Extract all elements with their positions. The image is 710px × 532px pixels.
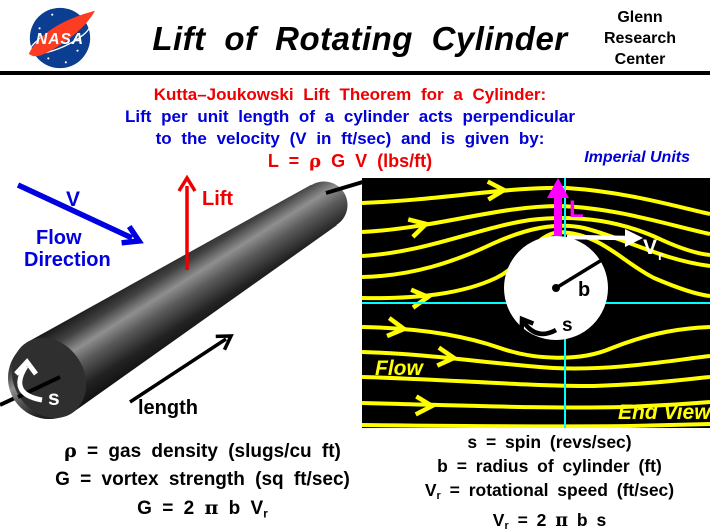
- spin-definition: s = spin (revs/sec): [467, 432, 632, 452]
- vr-definition-text: = rotational speed (ft/sec): [440, 480, 675, 500]
- end-view-diagram: b s L V r Flow End View: [362, 178, 710, 428]
- streamline: [362, 325, 710, 360]
- spin-arrow-icon: [14, 358, 43, 403]
- end-spin-label: s: [562, 315, 573, 336]
- theorem-body-line2: to the velocity (V in ft/sec) and is giv…: [155, 129, 545, 148]
- vr-symbol: V: [424, 480, 437, 500]
- vr-symbol: V: [492, 510, 505, 531]
- rho-symbol: ρ: [64, 440, 77, 462]
- end-spin-arrow-icon: [519, 315, 558, 337]
- nasa-logo-icon: NASA: [28, 7, 96, 69]
- flow-arrowhead-icon: [414, 394, 437, 417]
- end-lift-arrow-icon: [547, 178, 569, 236]
- center-dot: [552, 284, 560, 292]
- subscript-r: r: [263, 507, 268, 521]
- lift-arrow-icon: [177, 174, 197, 270]
- nasa-swoosh: [28, 10, 96, 57]
- vr-eq-end: b s: [568, 510, 607, 531]
- radius-line: [552, 256, 606, 292]
- side-spin-label: s: [48, 387, 60, 410]
- eq-rhs: G V (lbs/ft): [321, 151, 433, 171]
- subscript-r: r: [436, 490, 441, 503]
- flow-arrowhead-icon: [436, 345, 459, 368]
- org-line: Center: [614, 51, 666, 68]
- rho-definition-text: = gas density (slugs/cu ft): [76, 441, 341, 462]
- theorem-block: Kutta–Joukowski Lift Theorem for a Cylin…: [10, 84, 690, 173]
- velocity-arrow-icon: [16, 182, 144, 246]
- subscript-r: r: [504, 520, 509, 532]
- theorem-heading: Kutta–Joukowski Lift Theorem for a Cylin…: [153, 85, 547, 104]
- flow-arrowhead-icon: [407, 217, 431, 239]
- lift-equation: L = ρ G V (lbs/ft): [10, 150, 690, 173]
- streamline-arrowheads: [386, 179, 509, 417]
- flow-direction-label-2: Direction: [24, 249, 111, 271]
- streamline: [362, 422, 710, 428]
- vortex-strength-definition: G = vortex strength (sq ft/sec): [55, 469, 350, 490]
- velocity-label: V: [66, 188, 80, 211]
- nasa-logo-text: NASA: [36, 31, 84, 48]
- pi-symbol: π: [204, 497, 219, 519]
- flow-arrowhead-icon: [386, 316, 409, 339]
- length-label: length: [138, 397, 198, 419]
- streamline: [362, 375, 710, 389]
- flow-caption: Flow: [375, 357, 424, 380]
- side-view-diagram: s V Flow Direction Lift length: [0, 174, 366, 419]
- vortex-strength-equation: G = 2 π b Vr: [30, 494, 375, 528]
- rotational-speed-label: V: [643, 236, 657, 259]
- rotational-speed-arrow-icon: [566, 229, 643, 247]
- g-eq-mid: b V: [218, 498, 264, 519]
- org-line: Research: [603, 30, 677, 47]
- theorem-body-line1: Lift per unit length of a cylinder acts …: [125, 107, 575, 126]
- length-arrow-icon: [129, 334, 234, 404]
- flow-arrowhead-icon: [410, 287, 433, 310]
- units-note: Imperial Units: [584, 149, 690, 166]
- g-eq-pre: G = 2: [137, 498, 205, 519]
- streamline: [362, 216, 710, 258]
- end-lift-label: L: [569, 196, 584, 223]
- streamline: [362, 350, 710, 371]
- rho-symbol: ρ: [309, 151, 322, 172]
- flow-arrowhead-icon: [486, 179, 509, 202]
- rotational-speed-equation: Vr = 2 π b s: [392, 508, 707, 532]
- rotational-speed-definition: Vr = rotational speed (ft/sec): [392, 478, 707, 508]
- eq-lhs: L =: [267, 151, 310, 171]
- end-view-caption: End View: [618, 401, 710, 424]
- radius-label: b: [578, 279, 590, 301]
- streamline: [362, 223, 710, 279]
- rotational-speed-label-sub: r: [658, 248, 663, 263]
- flow-direction-label-1: Flow: [36, 227, 82, 249]
- header-divider: [0, 71, 710, 75]
- cylinder-body: [26, 184, 337, 414]
- vr-eq-mid: = 2: [508, 510, 556, 531]
- rho-definition: ρ = gas density (slugs/cu ft): [30, 437, 375, 466]
- radius-definition: b = radius of cylinder (ft): [437, 456, 662, 476]
- org-line: Glenn: [617, 9, 663, 26]
- streamline: [362, 185, 710, 216]
- definitions-right: s = spin (revs/sec) b = radius of cylind…: [392, 430, 707, 532]
- definitions-left: ρ = gas density (slugs/cu ft) G = vortex…: [30, 437, 375, 528]
- pi-symbol: π: [555, 511, 569, 532]
- org-name: Glenn Research Center: [584, 7, 696, 70]
- page-title: Lift of Rotating Cylinder: [152, 20, 568, 57]
- side-lift-label: Lift: [202, 188, 233, 210]
